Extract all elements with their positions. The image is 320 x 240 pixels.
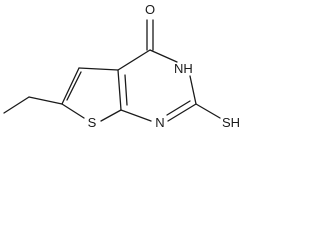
bond-c4a-c7a-double	[124, 74, 128, 106]
atom-nitrogen: N	[155, 115, 164, 130]
bond-c6-s	[61, 103, 85, 119]
bond-c2-n	[167, 103, 197, 122]
bond-n-c7a	[120, 109, 152, 122]
bond-ethyl-ch2-c6	[28, 96, 63, 105]
atom-oxygen: O	[145, 2, 155, 17]
bond-c2-sh	[195, 103, 221, 119]
molecule-structure: O NH S N SH	[3, 2, 240, 130]
bond-c2-n-double	[166, 100, 191, 116]
bond-c6-c5	[61, 67, 80, 105]
bond-c5-c4a	[78, 67, 119, 71]
atom-sulfur: S	[88, 115, 97, 130]
bond-c4a-c7a	[117, 69, 122, 111]
bond-c4a-c4	[117, 49, 151, 71]
bond-s-c7a	[100, 109, 122, 122]
bond-c4-nh	[149, 49, 178, 63]
bond-c6-c5-double	[66, 71, 82, 101]
atom-sh: SH	[222, 115, 240, 130]
bond-nh-c2	[189, 75, 197, 105]
atom-nh: NH	[174, 61, 193, 76]
bond-ethyl-ch3-ch2	[3, 96, 30, 114]
